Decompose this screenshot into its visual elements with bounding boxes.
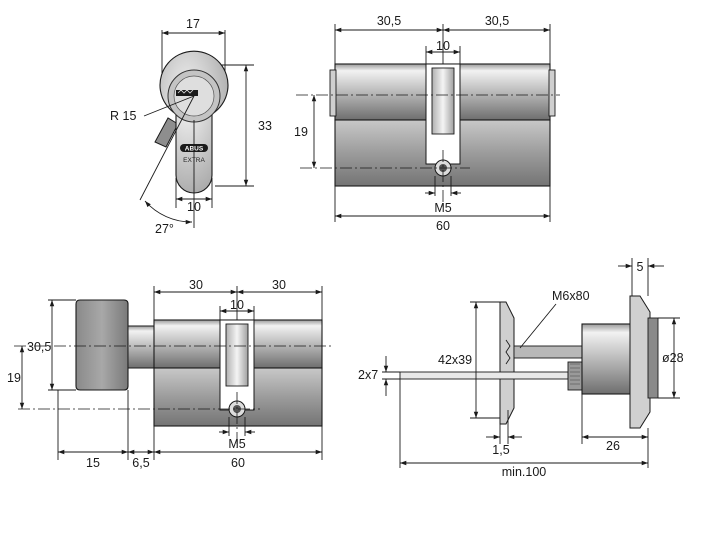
plate-fixing [505, 339, 511, 365]
dim-cam: 10 [436, 39, 450, 53]
dim-total: 60 [436, 219, 450, 233]
angle-line [139, 95, 195, 201]
dim-left: 30,5 [377, 14, 401, 28]
keyway-bitting [177, 89, 194, 94]
dim-bar: 2x7 [358, 368, 378, 382]
dim-gap: 1,5 [492, 443, 509, 457]
dim-left: 30 [189, 278, 203, 292]
outer-rose [629, 295, 651, 429]
dim-angle: 27° [155, 222, 174, 236]
dim-width-top: 17 [186, 17, 200, 31]
dim-top: 5 [637, 260, 644, 274]
knob-cylinder-view: 30 30 10 30,5 19 M5 [7, 278, 332, 470]
dim-right: 30,5 [485, 14, 509, 28]
dim-min: min.100 [502, 465, 547, 479]
cam-tab [154, 117, 179, 148]
fixing-screw [513, 345, 583, 359]
installation-view: 5 M6x80 2x7 42x39 ø28 [358, 258, 684, 479]
dim-center: 19 [294, 125, 308, 139]
dim-height: 33 [258, 119, 272, 133]
angle-arc [144, 200, 193, 225]
dim-right: 30 [272, 278, 286, 292]
end-cap-right [548, 69, 556, 117]
cam [431, 67, 455, 135]
cylinder-housing [581, 323, 635, 395]
dim-screw: M5 [434, 201, 451, 215]
dim-diameter: ø28 [662, 351, 684, 365]
dim-screw: M5 [228, 437, 245, 451]
thumb-knob [75, 299, 129, 391]
dim-cam: 10 [230, 298, 244, 312]
front-view: 17 33 ABUS EXTRA R 15 27° 10 [110, 17, 272, 236]
collar-ribs [570, 363, 580, 385]
end-cap-left [329, 69, 337, 117]
dim-bottom: 10 [187, 200, 201, 214]
dim-height: 30,5 [27, 340, 51, 354]
dim-body: 26 [606, 439, 620, 453]
dim-radius: R 15 [110, 109, 136, 123]
radius-leader [143, 95, 195, 117]
cam [225, 323, 249, 387]
cylinder-face [647, 317, 659, 399]
dim-total: 60 [231, 456, 245, 470]
connecting-bar [399, 371, 569, 380]
dim-gap: 6,5 [132, 456, 149, 470]
screw-leader [519, 303, 557, 349]
keyway [176, 90, 198, 96]
dim-screw: M6x80 [552, 289, 590, 303]
dim-center: 19 [7, 371, 21, 385]
knob-shaft [127, 325, 155, 369]
dim-plate: 42x39 [438, 353, 472, 367]
double-cylinder-view: 30,5 30,5 10 19 M5 60 [294, 14, 560, 233]
dim-knob: 15 [86, 456, 100, 470]
